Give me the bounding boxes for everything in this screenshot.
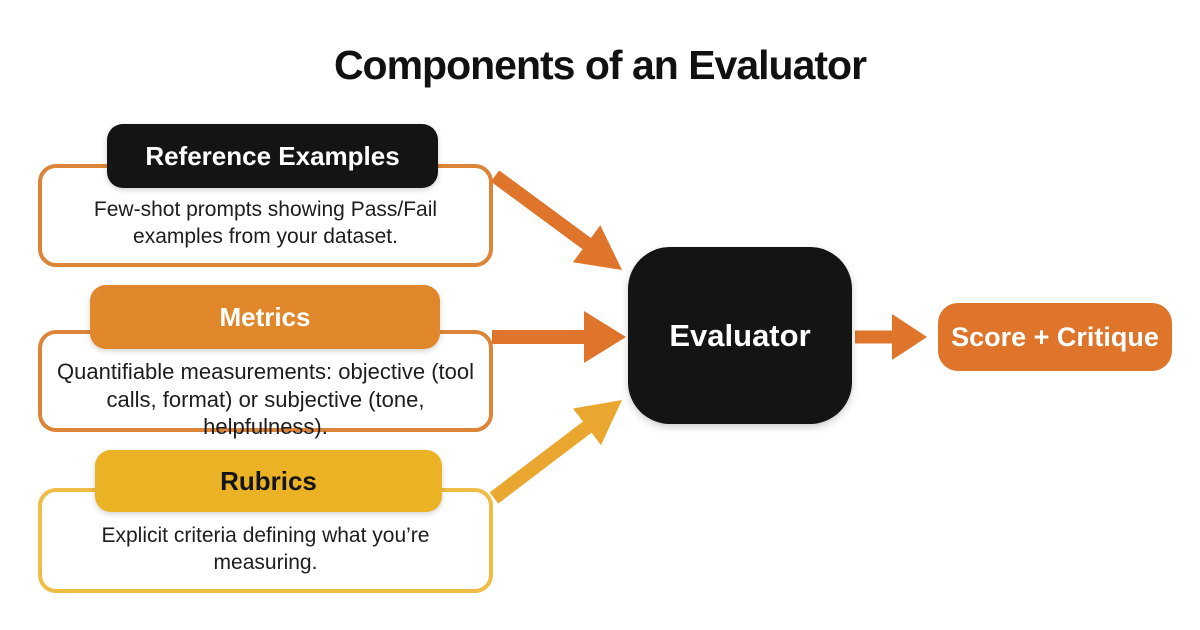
metrics-description: Quantifiable measurements: objective (to… <box>57 359 474 439</box>
diagram-title: Components of an Evaluator <box>333 42 867 88</box>
score-critique-node: Score + Critique <box>938 303 1172 371</box>
arrow-evaluator-to-output <box>855 314 927 360</box>
reference-examples-badge: Reference Examples <box>107 124 438 188</box>
evaluator-label: Evaluator <box>669 317 811 353</box>
reference-examples-label: Reference Examples <box>145 140 400 171</box>
reference-examples-description: Few-shot prompts showing Pass/Fail examp… <box>93 198 438 249</box>
rubrics-label: Rubrics <box>220 465 317 496</box>
arrow-metrics-to-evaluator <box>492 311 626 363</box>
score-critique-label: Score + Critique <box>951 321 1159 352</box>
metrics-label: Metrics <box>219 301 311 332</box>
arrow-rubrics-to-evaluator <box>489 400 622 504</box>
metrics-badge: Metrics <box>90 285 440 349</box>
evaluator-node: Evaluator <box>628 247 852 424</box>
rubrics-description: Explicit criteria defining what you’re m… <box>101 524 430 575</box>
arrow-reference-to-evaluator <box>490 170 622 270</box>
rubrics-badge: Rubrics <box>95 450 442 512</box>
